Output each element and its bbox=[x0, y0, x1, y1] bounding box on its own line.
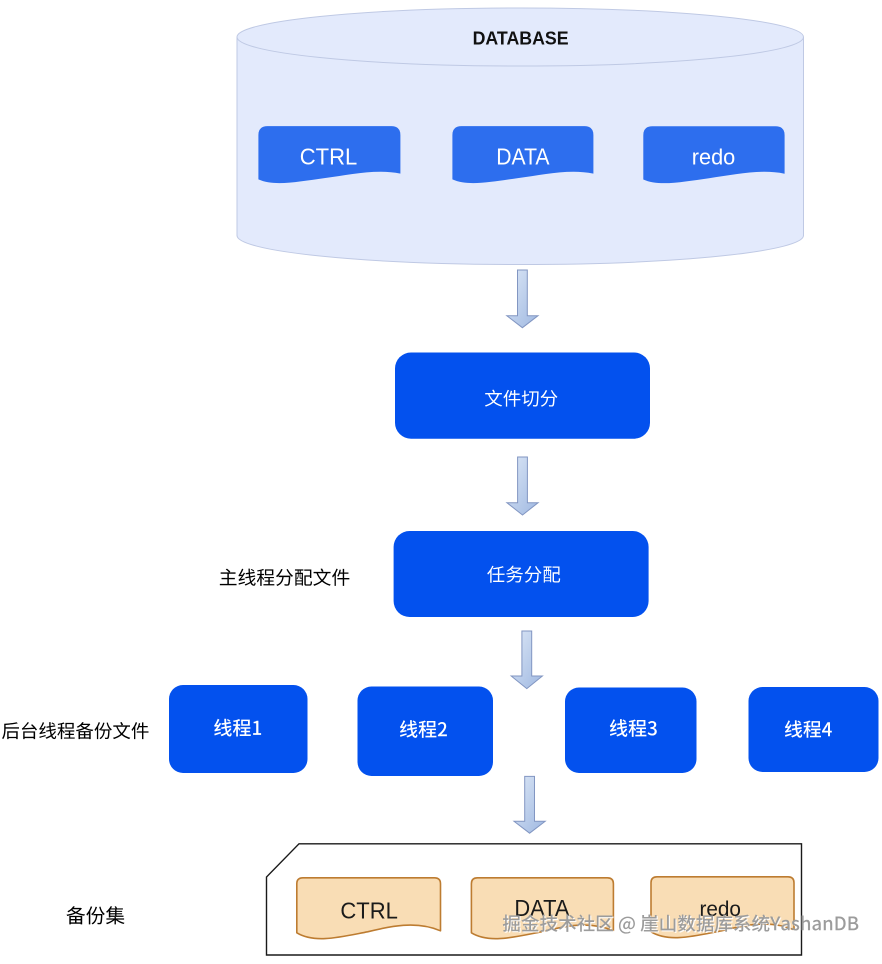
svg-text:DATABASE: DATABASE bbox=[473, 28, 569, 48]
svg-text:redo: redo bbox=[699, 898, 741, 921]
svg-text:DATA: DATA bbox=[496, 143, 550, 169]
svg-text:redo: redo bbox=[692, 144, 736, 169]
svg-text:CTRL: CTRL bbox=[340, 897, 398, 923]
svg-text:DATA: DATA bbox=[514, 895, 570, 921]
svg-text:CTRL: CTRL bbox=[300, 143, 358, 169]
